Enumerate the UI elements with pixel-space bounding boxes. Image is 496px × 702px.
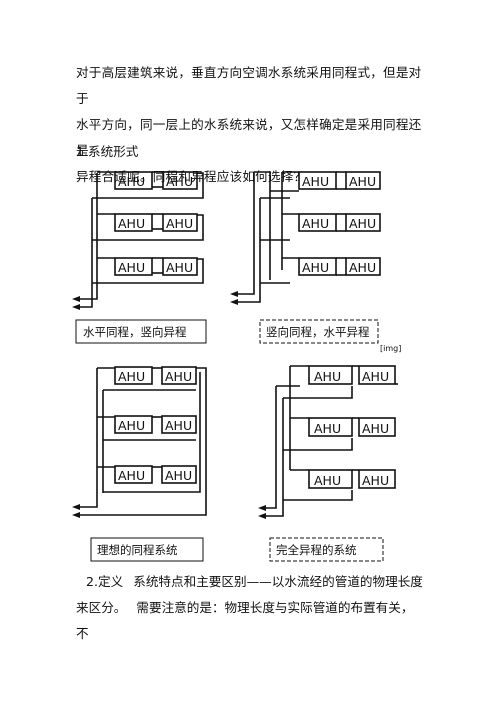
diagram-direct-return bbox=[266, 365, 398, 517]
ahu-label: AHU bbox=[349, 260, 376, 275]
ahu-label: AHU bbox=[118, 468, 145, 483]
definition-line-2b: 需要注意的是：物理长度与实际管道的布置有关，不 bbox=[76, 600, 414, 641]
intro-line-2: 水平方向，同一层上的水系统来说，又怎样确定是采用同程还是 bbox=[76, 117, 422, 158]
ahu-label: AHU bbox=[166, 216, 193, 231]
intro-line-1: 对于高层建筑来说，垂直方向空调水系统采用同程式，但是对于 bbox=[76, 65, 422, 106]
section-heading: 1.系统形式 bbox=[76, 144, 139, 159]
ahu-label: AHU bbox=[349, 174, 376, 189]
caption-top-left: 水平同程，竖向异程 bbox=[83, 325, 187, 339]
ahu-label: AHU bbox=[118, 216, 145, 231]
definition-paragraph: 2.定义系统特点和主要区别——以水流经的管道的物理长度 来区分。需要注意的是：物… bbox=[76, 569, 426, 647]
ahu-label: AHU bbox=[166, 174, 193, 189]
caption-box bbox=[269, 537, 384, 562]
caption-bottom-right: 完全异程的系统 bbox=[276, 543, 357, 557]
ahu-label: AHU bbox=[118, 260, 145, 275]
definition-line-2a: 来区分。 bbox=[76, 600, 127, 615]
diagram-vertical-reverse-return bbox=[238, 171, 381, 303]
ahu-label: AHU bbox=[118, 174, 145, 189]
ahu-label: AHU bbox=[165, 369, 192, 384]
image-tag: [img] bbox=[380, 344, 401, 353]
ahu-label: AHU bbox=[165, 468, 192, 483]
ahu-label: AHU bbox=[302, 174, 329, 189]
ahu-label: AHU bbox=[302, 216, 329, 231]
diagram-horizontal-reverse-return bbox=[80, 171, 204, 308]
ahu-label: AHU bbox=[302, 260, 329, 275]
caption-box bbox=[259, 319, 379, 344]
ahu-label: AHU bbox=[165, 418, 192, 433]
ahu-label: AHU bbox=[362, 473, 389, 488]
caption-bottom-left: 理想的同程系统 bbox=[97, 543, 178, 557]
ahu-label: AHU bbox=[314, 421, 341, 436]
ahu-label: AHU bbox=[314, 369, 341, 384]
caption-box bbox=[75, 319, 207, 344]
ahu-label: AHU bbox=[349, 216, 376, 231]
ahu-label: AHU bbox=[118, 369, 145, 384]
definition-lead: 2.定义 bbox=[86, 574, 124, 589]
ahu-label: AHU bbox=[362, 369, 389, 384]
diagram-ideal-reverse-return bbox=[80, 366, 207, 516]
ahu-label: AHU bbox=[118, 418, 145, 433]
caption-top-right: 竖向同程，水平异程 bbox=[266, 325, 370, 339]
caption-box bbox=[90, 537, 204, 562]
ahu-label: AHU bbox=[314, 473, 341, 488]
definition-line-1: 系统特点和主要区别——以水流经的管道的物理长度 bbox=[133, 574, 423, 589]
ahu-label: AHU bbox=[362, 421, 389, 436]
ahu-label: AHU bbox=[166, 260, 193, 275]
intro-paragraph: 对于高层建筑来说，垂直方向空调水系统采用同程式，但是对于 水平方向，同一层上的水… bbox=[76, 60, 426, 190]
